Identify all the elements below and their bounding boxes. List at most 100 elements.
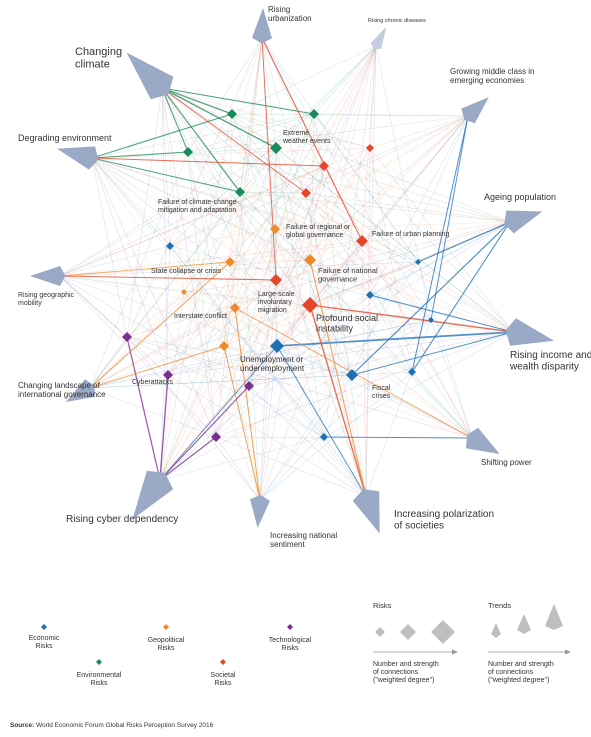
connection-line <box>126 87 163 338</box>
connection-line <box>187 115 469 153</box>
legend-risks-arrowhead <box>452 649 458 655</box>
trend-node-growing-middle-class <box>461 97 489 124</box>
risk-node-env-c <box>183 147 193 157</box>
connection-line <box>239 191 413 373</box>
connection-line <box>215 45 377 438</box>
connection-line <box>223 345 473 439</box>
source-note: Source: World Economic Forum Global Risk… <box>10 722 214 729</box>
connection-line <box>411 371 473 439</box>
connection-line <box>91 157 277 281</box>
connection-line <box>223 261 231 347</box>
connection-line-strong <box>126 336 161 481</box>
risk-nodes <box>122 109 434 442</box>
connection-line-strong <box>223 345 261 501</box>
trend-node-rising-cyber-dependency <box>132 470 174 520</box>
connection-line <box>259 240 363 501</box>
connection-line <box>159 113 315 481</box>
connection-line <box>183 37 263 293</box>
connection-line-strong <box>161 87 233 115</box>
connection-line <box>183 147 277 293</box>
connection-line <box>309 259 371 296</box>
connection-line-strong <box>59 275 277 281</box>
connection-line <box>215 304 311 438</box>
connection-line <box>126 291 185 338</box>
connection-line <box>59 275 169 376</box>
connection-line <box>248 385 367 497</box>
connection-line <box>159 113 233 481</box>
connection-line <box>274 147 277 230</box>
connection-line <box>323 45 377 438</box>
connection-line <box>275 147 278 347</box>
connection-line <box>89 191 241 389</box>
connection-line-strong <box>91 151 189 159</box>
connection-line <box>274 228 367 497</box>
connection-line <box>323 165 511 223</box>
risk-label-state-collapse: State collapse or crisis <box>151 268 222 275</box>
legend-trends-arrowhead <box>565 649 571 655</box>
connection-line <box>313 45 377 115</box>
connection-line-strong <box>351 221 511 376</box>
connection-line <box>274 228 514 333</box>
connection-line <box>161 87 185 293</box>
connection-line <box>234 37 263 309</box>
connection-line <box>89 307 236 389</box>
legend-swatch-environmental <box>96 659 102 665</box>
connection-line <box>234 307 367 497</box>
connection-line <box>234 307 413 373</box>
connection-line <box>375 45 432 321</box>
connection-line <box>248 165 325 387</box>
connection-line <box>261 37 419 263</box>
connection-line <box>259 371 413 501</box>
connection-line <box>361 240 367 497</box>
connection-line-strong <box>159 345 278 481</box>
risk-node-eco-d <box>428 317 434 323</box>
connection-line <box>167 374 367 497</box>
connection-line <box>161 87 325 167</box>
connection-line <box>248 331 514 387</box>
connection-line <box>91 157 325 438</box>
connection-line <box>229 113 233 263</box>
risk-label-cyberattacks: Cyberattacks <box>132 379 173 386</box>
connection-line <box>89 240 363 389</box>
connection-line <box>187 37 263 153</box>
connection-line <box>239 37 263 193</box>
connection-line-strong <box>161 87 315 115</box>
connection-line <box>183 291 261 501</box>
legend-swatch-societal <box>220 659 226 665</box>
risk-node-national-governance-failure <box>304 254 316 266</box>
trend-node-increasing-polarization <box>352 489 380 534</box>
connection-line <box>161 87 277 281</box>
connection-line <box>305 192 514 333</box>
connection-line <box>91 157 128 338</box>
connection-line-strong <box>91 157 325 167</box>
connection-line <box>248 45 377 387</box>
risk-node-regional-governance-failure <box>270 224 280 234</box>
connection-line <box>305 45 377 194</box>
connection-line <box>369 221 511 296</box>
connection-line <box>369 45 377 149</box>
connection-line <box>313 113 514 333</box>
risk-node-interstate-conflict <box>230 303 240 313</box>
trend-node-rising-geographic-mobility <box>30 266 66 286</box>
legend-risks-title: Risks <box>373 601 392 610</box>
connection-line <box>274 221 511 230</box>
connection-line <box>229 115 469 263</box>
connection-line-strong <box>411 221 511 373</box>
connection-line <box>305 192 511 223</box>
connection-line-strong <box>159 385 250 481</box>
connection-line <box>309 259 514 333</box>
connection-line <box>309 113 315 306</box>
trend-label-shifting-power: Shifting power <box>481 458 532 467</box>
connection-line <box>59 191 241 277</box>
connection-line <box>229 37 263 263</box>
risk-node-urban-planning-failure <box>356 235 368 247</box>
connection-line <box>215 331 514 438</box>
connection-line <box>91 147 371 159</box>
